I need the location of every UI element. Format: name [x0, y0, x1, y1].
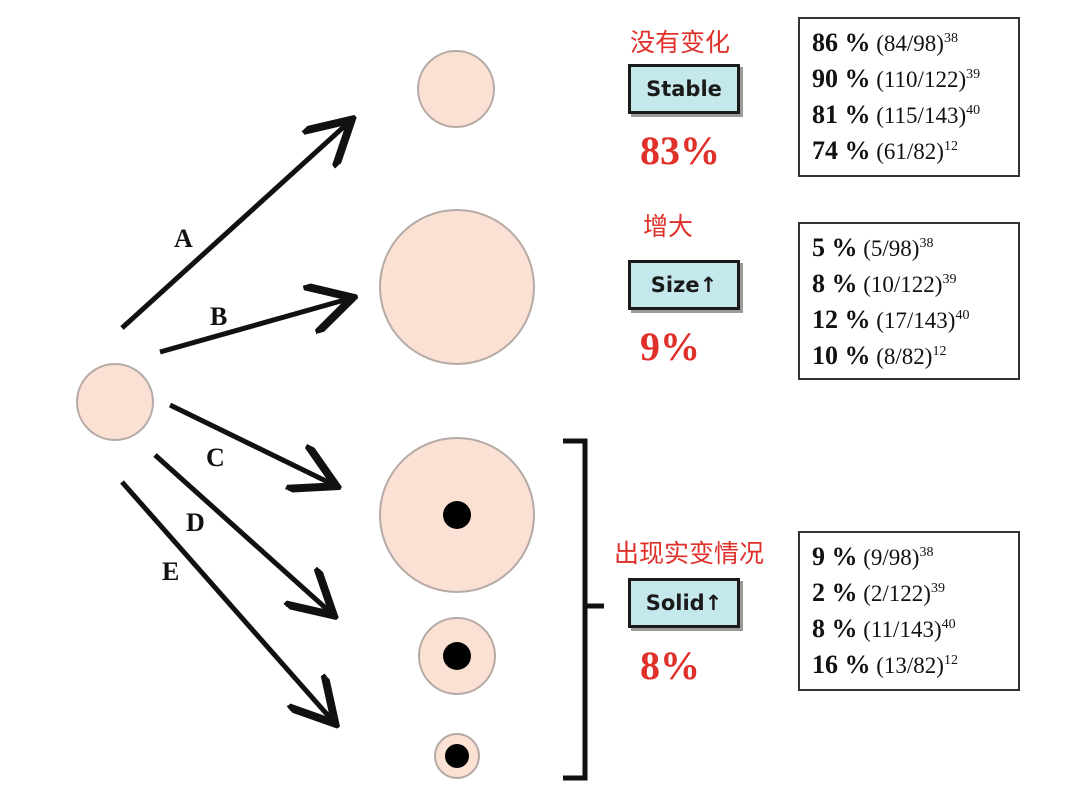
stat-line: 90 % (110/122)39: [812, 64, 981, 93]
stat-line: 5 % (5/98)38: [812, 233, 934, 262]
origin-nodule: [76, 363, 154, 441]
solid-core-large: [443, 501, 471, 529]
stat-line: 81 % (115/143)40: [812, 100, 981, 129]
stat-line: 74 % (61/82)12: [812, 136, 958, 165]
stable-tag: Stable: [628, 64, 740, 114]
arrow-b: [159, 299, 348, 355]
arrow-a: [120, 123, 348, 330]
stat-line: 8 % (11/143)40: [812, 614, 956, 643]
solid-core-medium: [443, 642, 471, 670]
arrow-a-label: A: [174, 224, 193, 253]
enlarged-nodule: [379, 209, 535, 365]
solid-tag: Solid↑: [628, 578, 740, 628]
stat-line: 12 % (17/143)40: [812, 305, 970, 334]
arrow-c: [168, 402, 332, 484]
stat-line: 10 % (8/82)12: [812, 341, 947, 370]
solid-cn-label: 出现实变情况: [614, 539, 765, 568]
stat-line: 86 % (84/98)38: [812, 28, 958, 57]
arrow-e-label: E: [162, 557, 179, 586]
stable-nodule: [417, 50, 495, 128]
stable-cn-label: 没有变化: [630, 28, 731, 57]
size-stats-box: 5 % (5/98)38 8 % (10/122)39 12 % (17/143…: [798, 222, 1020, 380]
arrow-d: [153, 453, 330, 612]
solid-core-small: [445, 744, 469, 768]
solid-stats-box: 9 % (9/98)38 2 % (2/122)39 8 % (11/143)4…: [798, 531, 1020, 691]
solid-percent: 8%: [640, 643, 700, 688]
stat-line: 8 % (10/122)39: [812, 269, 957, 298]
stat-line: 16 % (13/82)12: [812, 650, 958, 679]
arrow-c-label: C: [206, 443, 225, 472]
stat-line: 2 % (2/122)39: [812, 578, 945, 607]
solid-group-bracket: [563, 438, 604, 781]
size-cn-label: 增大: [643, 212, 694, 241]
stable-stats-box: 86 % (84/98)38 90 % (110/122)39 81 % (11…: [798, 17, 1020, 177]
stat-line: 9 % (9/98)38: [812, 542, 934, 571]
arrow-b-label: B: [210, 302, 227, 331]
stable-percent: 83%: [640, 128, 720, 173]
size-tag: Size↑: [628, 260, 740, 310]
arrow-d-label: D: [186, 508, 205, 537]
size-percent: 9%: [640, 324, 700, 369]
arrow-e: [120, 480, 332, 720]
